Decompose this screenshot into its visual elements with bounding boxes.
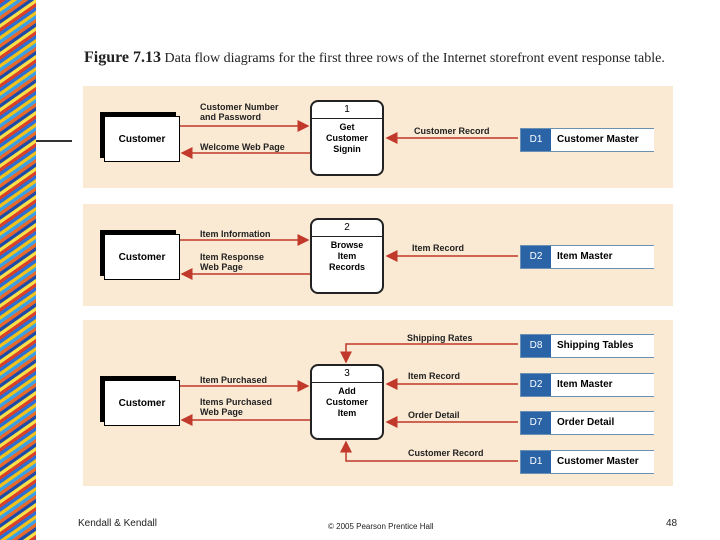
customer-entity-2: Customer bbox=[104, 234, 180, 280]
data-store-d7: D7 Order Detail bbox=[520, 411, 654, 435]
customer-entity-label: Customer bbox=[118, 397, 166, 409]
footer-author: Kendall & Kendall bbox=[78, 518, 157, 529]
decorative-stripe bbox=[0, 0, 36, 540]
flow-label-customer-record: Customer Record bbox=[414, 126, 490, 136]
process-id: 2 bbox=[312, 220, 382, 237]
data-store-name: Item Master bbox=[557, 379, 613, 390]
figure-title: Figure 7.13 Data flow diagrams for the f… bbox=[84, 49, 684, 67]
flow-label-shipping-rates: Shipping Rates bbox=[407, 333, 473, 343]
flow-label-customer-record: Customer Record bbox=[408, 448, 484, 458]
data-store-id: D1 bbox=[521, 129, 551, 151]
data-store-name: Shipping Tables bbox=[557, 340, 634, 351]
process-2: 2 Browse Item Records bbox=[310, 218, 384, 294]
process-3: 3 Add Customer Item bbox=[310, 364, 384, 440]
flow-label-item-response: Item Response Web Page bbox=[200, 252, 265, 272]
decorative-bar bbox=[36, 140, 72, 142]
customer-entity-label: Customer bbox=[118, 133, 166, 145]
figure-label: Figure 7.13 bbox=[84, 49, 162, 66]
data-store-id: D8 bbox=[521, 335, 551, 357]
flow-label-item-information: Item Information bbox=[200, 229, 271, 239]
footer-copyright: © 2005 Pearson Prentice Hall bbox=[328, 522, 434, 531]
flow-label-items-purchased-web-page: Items Purchased Web Page bbox=[200, 397, 273, 417]
data-store-id: D7 bbox=[521, 412, 551, 434]
data-store-name: Item Master bbox=[557, 251, 613, 262]
flow-label-item-record: Item Record bbox=[408, 371, 461, 381]
process-name: Add Customer Item bbox=[325, 386, 368, 418]
page-number: 48 bbox=[666, 518, 678, 529]
data-store-d2: D2 Item Master bbox=[520, 245, 654, 269]
data-store-name: Customer Master bbox=[557, 456, 639, 467]
data-store-d2: D2 Item Master bbox=[520, 373, 654, 397]
process-name: Get Customer Signin bbox=[325, 122, 368, 154]
process-id: 3 bbox=[312, 366, 382, 383]
data-store-d1: D1 Customer Master bbox=[520, 128, 654, 152]
data-store-name: Customer Master bbox=[557, 134, 639, 145]
data-store-id: D2 bbox=[521, 374, 551, 396]
process-1: 1 Get Customer Signin bbox=[310, 100, 384, 176]
customer-entity-label: Customer bbox=[118, 251, 166, 263]
data-store-d8: D8 Shipping Tables bbox=[520, 334, 654, 358]
flow-label-item-purchased: Item Purchased bbox=[200, 375, 268, 385]
flow-label-welcome-web-page: Welcome Web Page bbox=[200, 142, 285, 152]
process-id: 1 bbox=[312, 102, 382, 119]
data-store-id: D2 bbox=[521, 246, 551, 268]
flow-label-order-detail: Order Detail bbox=[408, 410, 460, 420]
figure-caption: Data flow diagrams for the first three r… bbox=[164, 51, 665, 66]
process-name: Browse Item Records bbox=[328, 240, 365, 272]
flow-label-item-record: Item Record bbox=[412, 243, 465, 253]
data-store-name: Order Detail bbox=[557, 417, 615, 428]
customer-entity-1: Customer bbox=[104, 116, 180, 162]
flow-label-customer-number: Customer Number and Password bbox=[200, 102, 279, 122]
data-store-d1: D1 Customer Master bbox=[520, 450, 654, 474]
data-store-id: D1 bbox=[521, 451, 551, 473]
customer-entity-3: Customer bbox=[104, 380, 180, 426]
